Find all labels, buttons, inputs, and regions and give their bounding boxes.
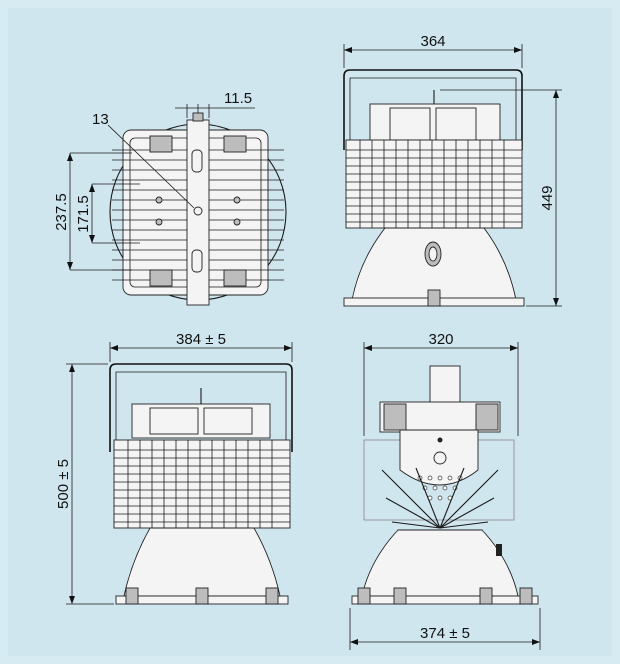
drawing-sheet [8,8,612,656]
label-hole: 13 [92,111,109,128]
view-front-lower [66,342,293,605]
label-side-width: 364 [420,33,445,50]
label-side-lower-bottom-width: 374 ± 5 [420,625,470,642]
view-top-plan [67,104,287,306]
view-side-lower [349,342,541,650]
label-height-outer: 237.5 [53,193,70,231]
view-side-upper [343,44,562,307]
label-front-height: 500 ± 5 [55,459,72,509]
label-side-height: 449 [539,185,556,210]
label-gap: 11.5 [224,90,252,107]
label-side-lower-top-width: 320 [428,331,453,348]
label-front-width: 384 ± 5 [176,331,226,348]
label-height-inner: 171.5 [75,195,92,233]
